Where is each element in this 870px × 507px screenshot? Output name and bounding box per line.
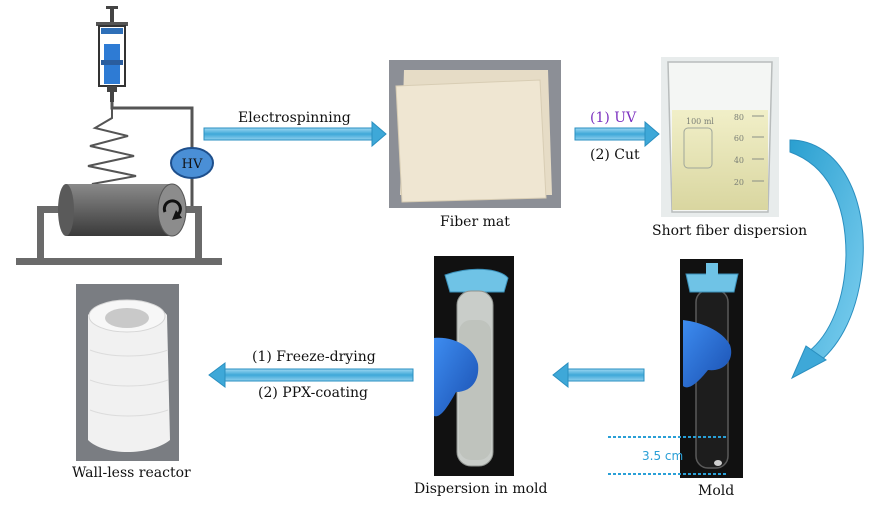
beaker-scale-20: 20 xyxy=(734,178,744,187)
mold-caption: Mold xyxy=(698,483,735,499)
short-fiber-dispersion-caption: Short fiber dispersion xyxy=(652,223,808,239)
fiber-mat-photo xyxy=(389,60,561,208)
beaker-scale-40: 40 xyxy=(734,156,744,165)
hv-source-icon xyxy=(170,147,214,179)
electrospinning-setup: HV xyxy=(16,6,222,265)
beaker-photo: 80 60 40 20 100 ml xyxy=(661,57,779,217)
fiber-mat-caption: Fiber mat xyxy=(440,214,510,230)
arrow-electrospinning xyxy=(203,120,387,148)
freeze-drying-label: (1) Freeze-drying xyxy=(252,349,376,365)
beaker-scale-60: 60 xyxy=(734,134,744,143)
wall-less-reactor-caption: Wall-less reactor xyxy=(72,465,191,481)
uv-step-label: (1) UV xyxy=(590,110,637,126)
arrow-freeze-dry-coat xyxy=(208,362,414,388)
rotating-drum-icon xyxy=(58,183,187,237)
hv-label: HV xyxy=(182,157,203,172)
beaker-scale-80: 80 xyxy=(734,113,744,122)
cut-step-label: (2) Cut xyxy=(590,147,640,163)
dispersion-in-mold-caption: Dispersion in mold xyxy=(414,481,548,497)
fiber-jet xyxy=(87,102,137,191)
arrow-curved-to-mold xyxy=(789,139,864,380)
dispersion-in-mold-photo xyxy=(434,256,514,476)
arrow-uv-cut xyxy=(574,120,660,148)
mold-photo xyxy=(680,259,743,478)
beaker-volume-mark: 100 ml xyxy=(686,117,714,126)
height-label: 3.5 cm xyxy=(642,449,683,463)
electrospinning-label: Electrospinning xyxy=(238,110,351,126)
wall-less-reactor-photo xyxy=(76,284,179,461)
arrow-to-dispersion xyxy=(552,361,645,389)
syringe-icon xyxy=(96,6,128,102)
ppx-coating-label: (2) PPX-coating xyxy=(258,385,369,401)
collector-stand xyxy=(16,206,222,265)
